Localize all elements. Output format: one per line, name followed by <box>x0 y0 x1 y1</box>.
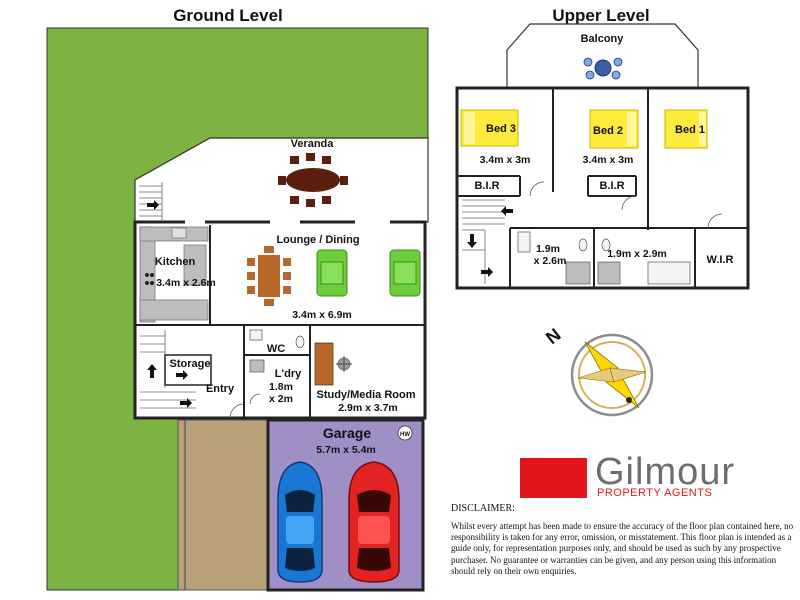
bed-3-label: Bed 3 <box>486 123 516 135</box>
hot-water-label: HW <box>400 432 410 438</box>
wc-basin <box>249 329 263 341</box>
study-desk-icon <box>314 342 352 386</box>
lower-stair-arrow-icon <box>180 398 192 408</box>
laundry-label: L'dry <box>275 368 302 380</box>
garage-label: Garage <box>323 425 371 441</box>
bed-2-dimension: 3.4m x 3m <box>583 154 634 166</box>
upper-level-title: Upper Level <box>552 6 649 25</box>
bed-2-label: Bed 2 <box>593 125 623 137</box>
bath-2-bathtub <box>647 261 691 285</box>
gilmour-logo-subtitle: PROPERTY AGENTS <box>597 487 713 499</box>
wc-label: WC <box>267 343 285 355</box>
bath-1-vanity <box>517 231 531 253</box>
upper-stair-arrow-1-icon <box>501 206 513 216</box>
bath-1-shower <box>565 261 591 285</box>
upper-stairs <box>462 199 505 284</box>
bed-1-label: Bed 1 <box>675 124 705 136</box>
laundry-dimension-1: 1.8m <box>269 381 293 393</box>
bath-1-dimension-2: x 2.6m <box>534 255 567 267</box>
kitchen-dimension: 3.4m x 2.6m <box>156 277 216 289</box>
disclaimer-title: DISCLAIMER: <box>451 503 515 514</box>
entry-label: Entry <box>206 383 235 395</box>
bath-2-dimension: 1.9m x 2.9m <box>607 248 667 260</box>
veranda-label: Veranda <box>291 138 335 150</box>
disclaimer-body: Whilst every attempt has been made to en… <box>451 521 794 576</box>
hot-water-icon <box>397 425 413 441</box>
dining-table-icon <box>247 246 291 306</box>
bed-2-pillow <box>627 112 636 146</box>
garage-dimension: 5.7m x 5.4m <box>316 444 376 456</box>
wc-toilet <box>295 335 305 349</box>
compass-icon <box>570 333 654 417</box>
veranda-dining-table-icon <box>278 153 348 207</box>
upper-stair-arrow-2-icon <box>467 234 477 248</box>
ground-level-title: Ground Level <box>173 6 283 25</box>
study-dimension: 2.9m x 3.7m <box>338 402 398 414</box>
bir-1-label: B.I.R <box>474 180 499 192</box>
compass-north-label: N <box>542 324 565 348</box>
bed-3-pillow <box>464 112 475 144</box>
storage-arrow-icon <box>176 370 188 380</box>
red-car-icon <box>348 461 400 583</box>
upper-walls <box>457 88 748 288</box>
bath-1-toilet <box>578 238 588 252</box>
laundry-door-swing <box>249 393 261 405</box>
balcony-label: Balcony <box>581 33 625 45</box>
study-label: Study/Media Room <box>316 389 415 401</box>
upper-stair-arrow-3-icon <box>481 267 493 277</box>
veranda-stair-arrow-icon <box>147 200 159 210</box>
bath-2-shower <box>597 261 621 285</box>
bed-1-pillow <box>699 112 706 146</box>
storage-room <box>164 354 212 386</box>
upper-door-swing-2 <box>621 195 637 211</box>
kitchen-label: Kitchen <box>155 256 196 268</box>
lounge-label: Lounge / Dining <box>276 234 359 246</box>
laundry-tub <box>249 359 265 373</box>
blue-car-icon <box>277 461 323 583</box>
storage-label: Storage <box>170 358 211 370</box>
kitchen-room <box>138 225 210 325</box>
bath-1-dimension-1: 1.9m <box>536 243 560 255</box>
bath-2-toilet <box>601 238 611 252</box>
storage-stair-arrow-icon <box>147 364 157 378</box>
sofa-icon <box>316 249 421 297</box>
wir-label: W.I.R <box>707 254 734 266</box>
driveway <box>177 419 269 591</box>
gilmour-logo-name: Gilmour <box>595 451 736 493</box>
bed-3-dimension: 3.4m x 3m <box>480 154 531 166</box>
entry-door-swing <box>229 403 245 419</box>
laundry-dimension-2: x 2m <box>269 393 293 405</box>
upper-door-swing-3 <box>707 213 723 229</box>
upper-door-swing-1 <box>529 181 545 197</box>
bir-2-label: B.I.R <box>599 180 624 192</box>
balcony-table-icon <box>583 57 623 80</box>
lounge-dimension: 3.4m x 6.9m <box>292 309 352 321</box>
gilmour-logo-mark-icon <box>520 458 587 498</box>
